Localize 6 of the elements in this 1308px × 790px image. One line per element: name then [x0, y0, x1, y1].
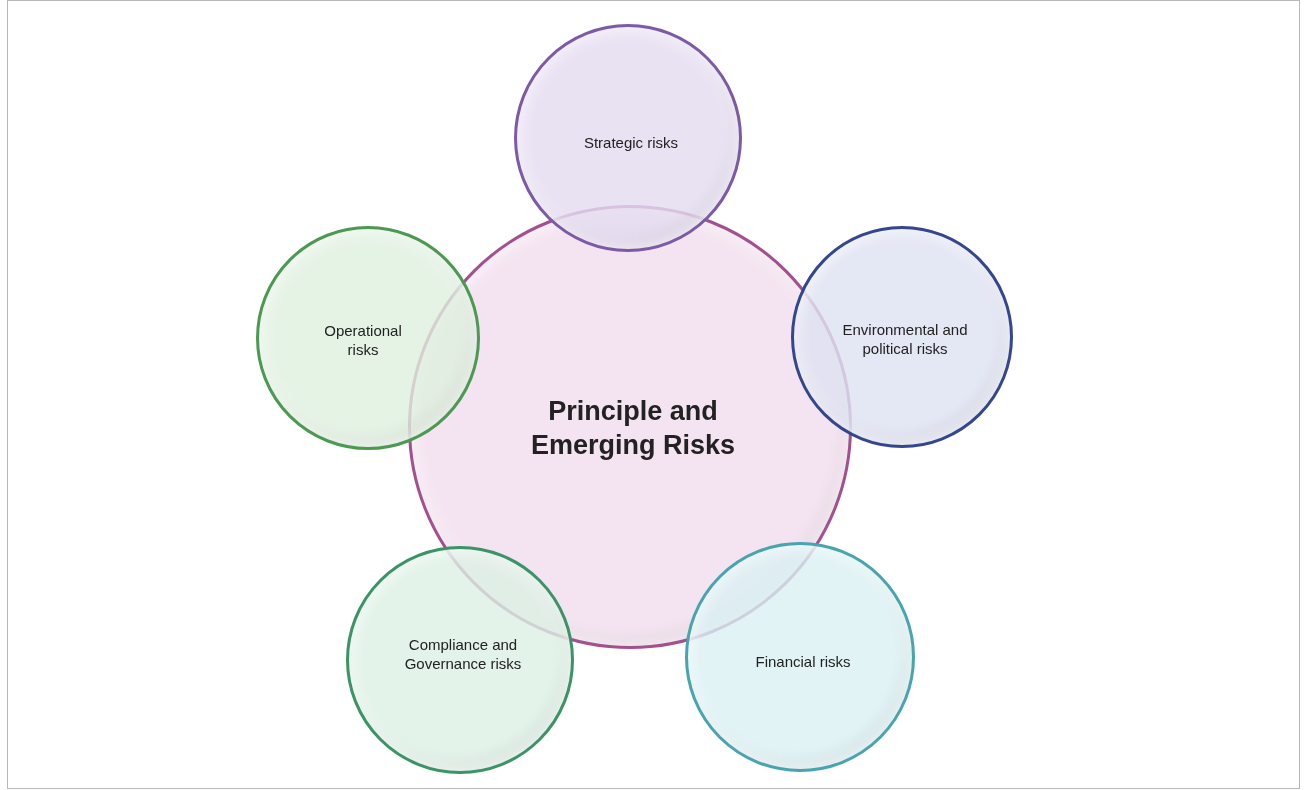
circle-label: Environmental and political risks: [841, 321, 969, 359]
center-title: Principle and Emerging Risks: [529, 395, 737, 462]
circle-label: Compliance and Governance risks: [403, 636, 523, 674]
circle-label: Financial risks: [754, 652, 852, 672]
circle-label: Strategic risks: [582, 133, 680, 153]
circle-label: Operational risks: [323, 322, 403, 360]
